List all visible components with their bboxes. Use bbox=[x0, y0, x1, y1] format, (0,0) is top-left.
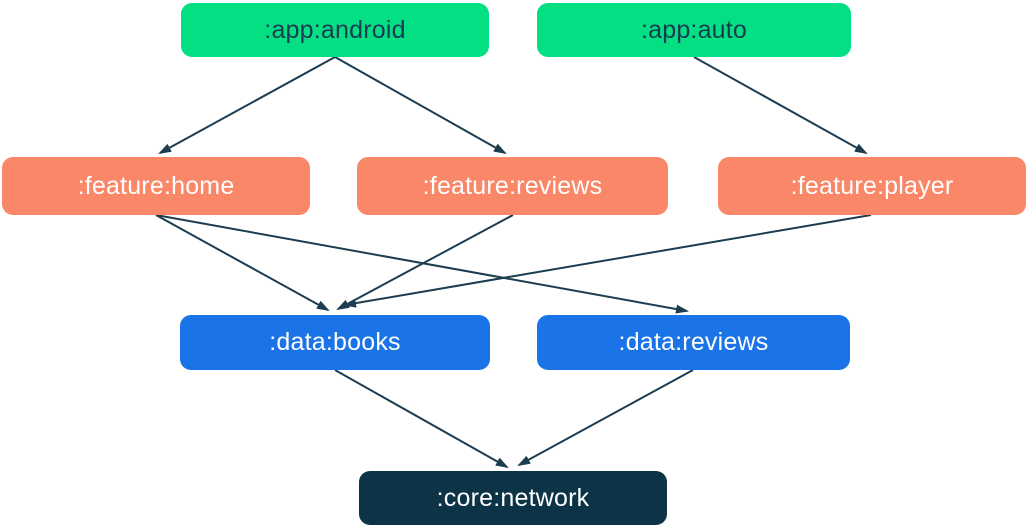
node-data-books: :data:books bbox=[180, 315, 490, 370]
node-core-network: :core:network bbox=[359, 471, 667, 525]
edge-feature-home-to-data-books bbox=[155, 214, 330, 311]
node-label-feature-player: :feature:player bbox=[790, 171, 954, 200]
edge-data-books-to-core-network bbox=[334, 369, 509, 468]
node-feature-home: :feature:home bbox=[2, 157, 310, 215]
node-feature-reviews: :feature:reviews bbox=[357, 157, 668, 215]
node-app-auto: :app:auto bbox=[537, 3, 851, 57]
edge-app-android-to-feature-reviews bbox=[334, 56, 507, 154]
node-app-android: :app:android bbox=[181, 3, 489, 57]
edge-feature-player-to-data-books bbox=[343, 214, 872, 308]
node-label-data-books: :data:books bbox=[269, 328, 401, 356]
node-label-feature-home: :feature:home bbox=[77, 171, 235, 200]
edge-app-android-to-feature-home bbox=[158, 56, 336, 154]
node-label-app-android: :app:android bbox=[264, 15, 406, 44]
node-feature-player: :feature:player bbox=[718, 157, 1026, 215]
edge-feature-home-to-data-reviews bbox=[155, 214, 689, 314]
edge-app-auto-to-feature-player bbox=[693, 56, 868, 154]
node-label-data-reviews: :data:reviews bbox=[618, 328, 769, 356]
node-label-core-network: :core:network bbox=[436, 483, 590, 512]
edge-data-reviews-to-core-network bbox=[517, 369, 694, 466]
edge-feature-reviews-to-data-books bbox=[336, 214, 514, 310]
node-data-reviews: :data:reviews bbox=[537, 315, 850, 370]
node-label-feature-reviews: :feature:reviews bbox=[422, 171, 603, 200]
node-label-app-auto: :app:auto bbox=[640, 15, 748, 44]
